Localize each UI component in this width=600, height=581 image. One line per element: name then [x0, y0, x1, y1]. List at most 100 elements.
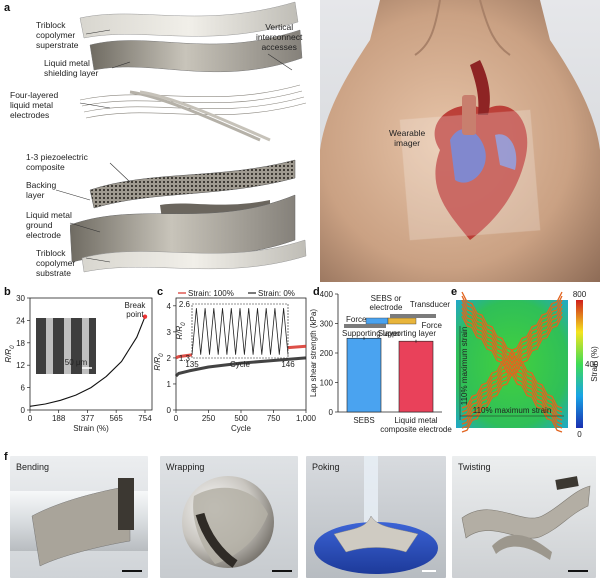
scalebar-poking	[422, 570, 436, 572]
chart-e-trace	[461, 307, 563, 425]
chart-b-ytick-label: 30	[16, 294, 25, 303]
chart-d-inset-transducer-label: Transducer	[410, 300, 451, 309]
chart-d-inset-sebs-block	[365, 317, 389, 325]
label-ground: Liquid metal ground electrode	[26, 210, 72, 240]
chart-e-colorbar-tick-label: 800	[573, 290, 587, 299]
chart-c-xtick-label: 250	[202, 414, 216, 423]
scalebar-wrapping	[272, 570, 292, 572]
substrate-layer	[81, 239, 307, 273]
chart-d-inset-support-left-label: Supporting layer	[342, 329, 401, 338]
chart-c-inset-line	[191, 308, 289, 355]
shielding-layer	[89, 29, 303, 73]
chart-e-trace	[461, 303, 563, 421]
chart-d-category-label-0: SEBS	[353, 416, 374, 425]
electrode-layers	[79, 84, 307, 142]
piezo-composite-layer	[89, 159, 296, 209]
chart-e-trace	[461, 291, 563, 409]
chart-b-xlabel: Strain (%)	[73, 424, 109, 433]
chart-d-inset-transducer-block	[387, 317, 417, 325]
chart-d-bar-0	[346, 337, 382, 413]
torso-photo	[320, 0, 600, 282]
panel-letter-f: f	[4, 451, 8, 463]
label-backing: Backing layer	[26, 180, 57, 200]
panel-letter-e: e	[451, 286, 458, 298]
chart-b-inset-line	[46, 318, 53, 374]
chart-b-ytick-label: 6	[21, 384, 26, 393]
chart-c-legend-0: Strain: 0%	[258, 289, 295, 298]
photo-title-bending: Bending	[16, 462, 50, 472]
photo-title-wrapping: Wrapping	[166, 462, 205, 472]
chart-d-inset-support-right	[390, 314, 436, 318]
label-superstrate: Triblock copolymer superstrate	[36, 20, 79, 50]
exploded-layer-illustration	[70, 1, 307, 273]
label-piezo: 1-3 piezoelectric composite	[26, 152, 88, 172]
chart-b-xtick-label: 565	[109, 414, 123, 423]
chart-b-ytick-label: 24	[16, 316, 25, 325]
panel-letter-d: d	[313, 286, 320, 298]
chart-d-ytick-label: 100	[320, 379, 334, 388]
chart-d-inset-support-left	[344, 324, 386, 328]
chart-b-ylabel: R/R0	[4, 345, 16, 363]
chart-c-ytick-label: 0	[167, 406, 172, 415]
chart-d-inset-support-right-label: Supporting layer	[378, 329, 437, 338]
chart-c-xtick-label: 500	[234, 414, 248, 423]
chart-b-xtick-label: 377	[81, 414, 95, 423]
label-shielding: Liquid metal shielding layer	[44, 58, 99, 78]
chart-b-xtick-label: 754	[138, 414, 152, 423]
superstrate-layer	[79, 1, 299, 39]
scalebar-twisting	[568, 570, 588, 572]
chart-c-inset-ylabel: R/R0	[175, 322, 187, 340]
label-wearable-imager: Wearable imager	[389, 128, 426, 148]
chart-b-line	[29, 316, 146, 407]
panel-letter-a: a	[4, 2, 11, 14]
photo-title-twisting: Twisting	[458, 462, 491, 472]
chart-b-inset-scale-label: 50 μm	[65, 358, 88, 367]
chart-d-ylabel: Lap shear strength (kPa)	[309, 309, 318, 397]
chart-c-inset-xtick-label: 146	[281, 360, 295, 369]
chart-c-xlabel: Cycle	[231, 424, 252, 433]
chart-e-trace	[461, 295, 563, 413]
chart-d-ytick-label: 200	[320, 349, 334, 358]
chart-e-colorbar-tick-label: 400	[585, 360, 599, 369]
label-substrate: Triblock copolymer substrate	[36, 248, 76, 278]
chart-b-break-point-marker	[142, 314, 148, 319]
panel-letter-c: c	[157, 286, 164, 298]
scalebar-bending	[122, 570, 142, 572]
photo-wrapping: Wrapping	[160, 456, 298, 578]
chart-e-serpentine	[461, 291, 563, 433]
chart-e-colorbar	[576, 300, 583, 428]
chart-b-inset-line	[82, 318, 89, 374]
label-vertical-interconnect: Vertical interconnect accesses	[256, 22, 303, 52]
chart-c-inset-xtick-label: 135	[185, 360, 199, 369]
chart-c-inset-frame	[191, 303, 289, 359]
chart-e-colorbar-label: Strain (%)	[590, 346, 599, 382]
photo-title-poking: Poking	[312, 462, 340, 472]
chart-b-xtick-label: 0	[28, 414, 33, 423]
chart-e-trace	[461, 315, 563, 433]
chart-c-xtick-label: 1,000	[296, 414, 316, 423]
chart-e-trace	[461, 299, 563, 417]
chart-d-inset-force-right: Force	[422, 321, 443, 330]
chart-b-ytick-label: 18	[16, 339, 25, 348]
chart-c-ytick-label: 4	[167, 302, 172, 311]
photo-poking: Poking	[306, 456, 446, 578]
chart-c-ytick-label: 3	[167, 328, 172, 337]
chart-e-trace	[461, 311, 563, 429]
chart-b-frame	[29, 297, 153, 411]
chart-c-ylabel: R/R0	[153, 353, 165, 371]
chart-d-ytick-label: 300	[320, 320, 334, 329]
chart-c-series-0	[174, 356, 307, 378]
chart-b-ytick-label: 0	[21, 406, 26, 415]
panel-letter-b: b	[4, 286, 11, 298]
chart-c-legend-100: Strain: 100%	[188, 289, 234, 298]
chart-b-ytick-label: 12	[16, 361, 25, 370]
label-electrodes: Four-layered liquid metal electrodes	[10, 90, 59, 120]
chart-c-inset-xlabel: Cycle	[230, 360, 251, 369]
leader-lines	[55, 29, 293, 263]
